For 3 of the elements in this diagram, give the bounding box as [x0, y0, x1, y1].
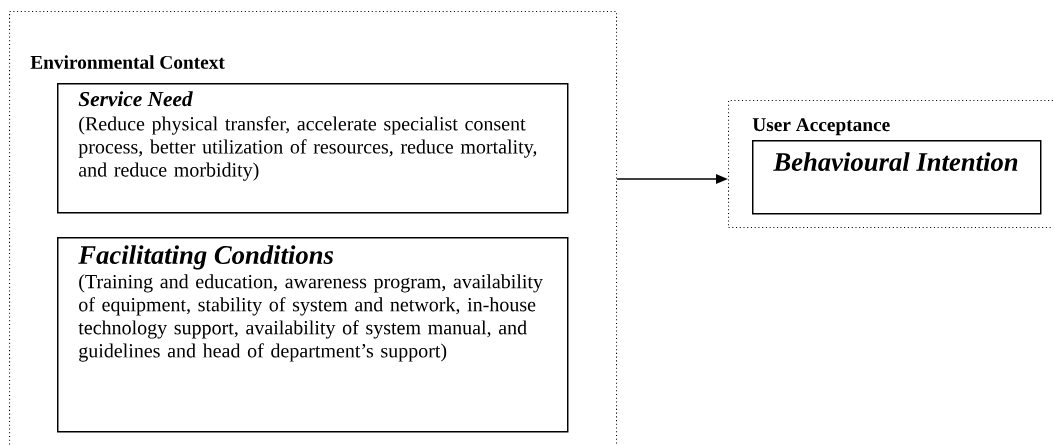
construct-box: Behavioural Intention — [752, 140, 1042, 215]
factor-box: Facilitating Conditions (Training and education, awareness program, availability of equipment, stability of system and network, in-house technology support, availability of system manual, and guidelines and head of department’s support) — [57, 237, 569, 433]
factor-box: Service Need (Reduce physical transfer, accelerate specialist consent process, better utilization of resources, reduce mortality, and reduce morbidity) — [57, 83, 569, 214]
